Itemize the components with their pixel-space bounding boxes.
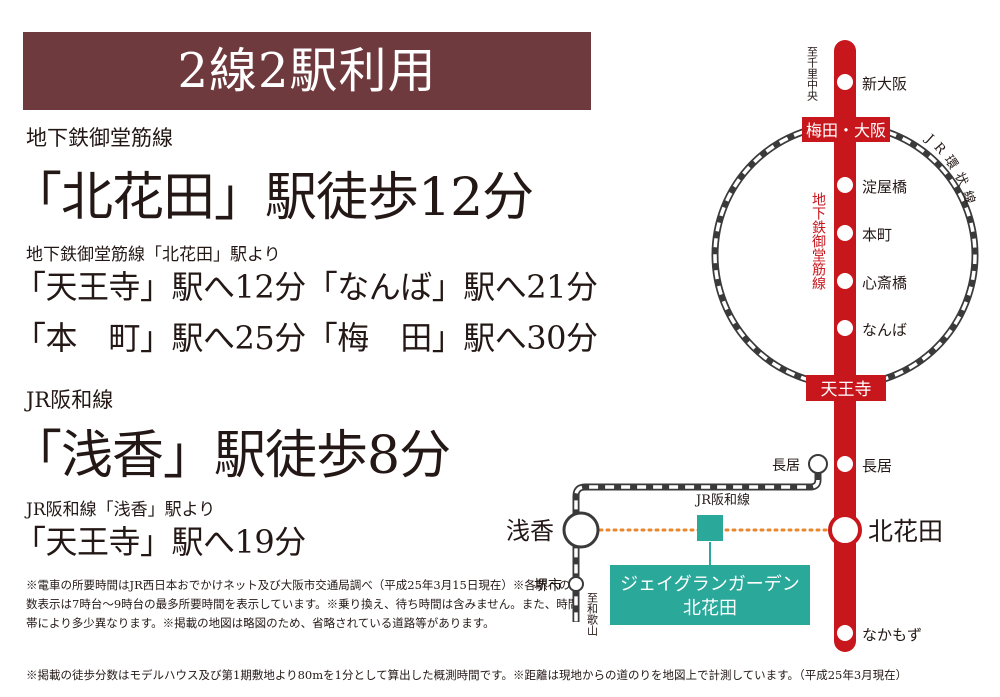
station-dot-honmachi: [837, 225, 853, 241]
station-dot-yodoyabashi: [837, 177, 853, 193]
midosuji-times-row2: 「本 町」駅へ25分「梅 田」駅へ30分: [14, 319, 598, 357]
midosuji-line: [834, 40, 856, 652]
station-label-nagai-jr: 長居: [772, 458, 800, 474]
station-dot-nakamozu: [837, 625, 853, 641]
site-name-box: [610, 565, 810, 625]
station-dot-asaka: [562, 511, 600, 549]
station-dot-namba: [837, 320, 853, 336]
station-dot-nagai: [837, 456, 853, 472]
midosuji-vertical-label: 地下鉄御堂筋線: [810, 192, 826, 290]
hanwa-line-label: JR阪和線: [694, 492, 750, 508]
site-name-line1: ジェイグランガーデン: [620, 574, 800, 595]
station-dot-shinosaka: [837, 74, 853, 90]
station-label-shinsaibashi: 心斎橋: [862, 274, 907, 292]
banner-title: 2線2駅利用: [177, 43, 437, 99]
hanwa-line-name: JR阪和線: [26, 388, 114, 412]
hanwa-times-row1: 「天王寺」駅へ19分: [14, 523, 306, 561]
title-banner: [23, 32, 591, 110]
station-dot-nagai-jr: [808, 454, 828, 474]
station-label-nagai: 長居: [862, 457, 892, 475]
midosuji-times-row1: 「天王寺」駅へ12分「なんば」駅へ21分: [14, 268, 598, 306]
station-label-asaka: 浅香: [506, 517, 554, 545]
jr-loop-label: JR環状線: [921, 130, 980, 211]
site-marker-icon: [697, 515, 723, 541]
notes-text: ※電車の所要時間はJR西日本おでかけネット及び大阪市交通局調べ（平成25年3月1…: [26, 578, 582, 630]
midosuji-line-name: 地下鉄御堂筋線: [26, 126, 173, 150]
asaka-walk-headline: 「浅香」駅徒歩8分: [10, 426, 451, 486]
umeda-label-box: [802, 117, 890, 142]
station-label-sakaishi: 堺市: [534, 577, 562, 594]
station-label-nakamozu: なかもず: [862, 626, 922, 644]
station-label-kitahanada: 北花田: [868, 517, 943, 546]
station-label-umeda: 梅田・大阪: [806, 121, 886, 140]
station-dot-shinsaibashi: [837, 273, 853, 289]
midosuji-from-label: 地下鉄御堂筋線「北花田」駅より: [26, 245, 281, 265]
station-label-yodoyabashi: 淀屋橋: [862, 178, 907, 196]
direction-senri-label: 至千里中央: [806, 46, 819, 102]
station-label-tennoji: 天王寺: [821, 380, 872, 400]
station-label-shinosaka: 新大阪: [862, 75, 907, 93]
station-label-honmachi: 本町: [862, 226, 892, 244]
tennoji-label-box: [806, 375, 886, 401]
direction-wakayama-label: 至和歌山: [586, 592, 599, 636]
footer-note: ※掲載の徒歩分数はモデルハウス及び第1期敷地より80mを1分として算出した概測時…: [26, 668, 908, 682]
hanwa-from-label: JR阪和線「浅香」駅より: [26, 500, 216, 520]
station-label-namba: なんば: [862, 321, 907, 339]
kitahanada-walk-headline: 「北花田」駅徒歩12分: [10, 168, 534, 228]
station-dot-kitahanada: [828, 513, 862, 547]
site-name-line2: 北花田: [683, 598, 737, 619]
station-dot-sakaishi: [568, 576, 584, 592]
